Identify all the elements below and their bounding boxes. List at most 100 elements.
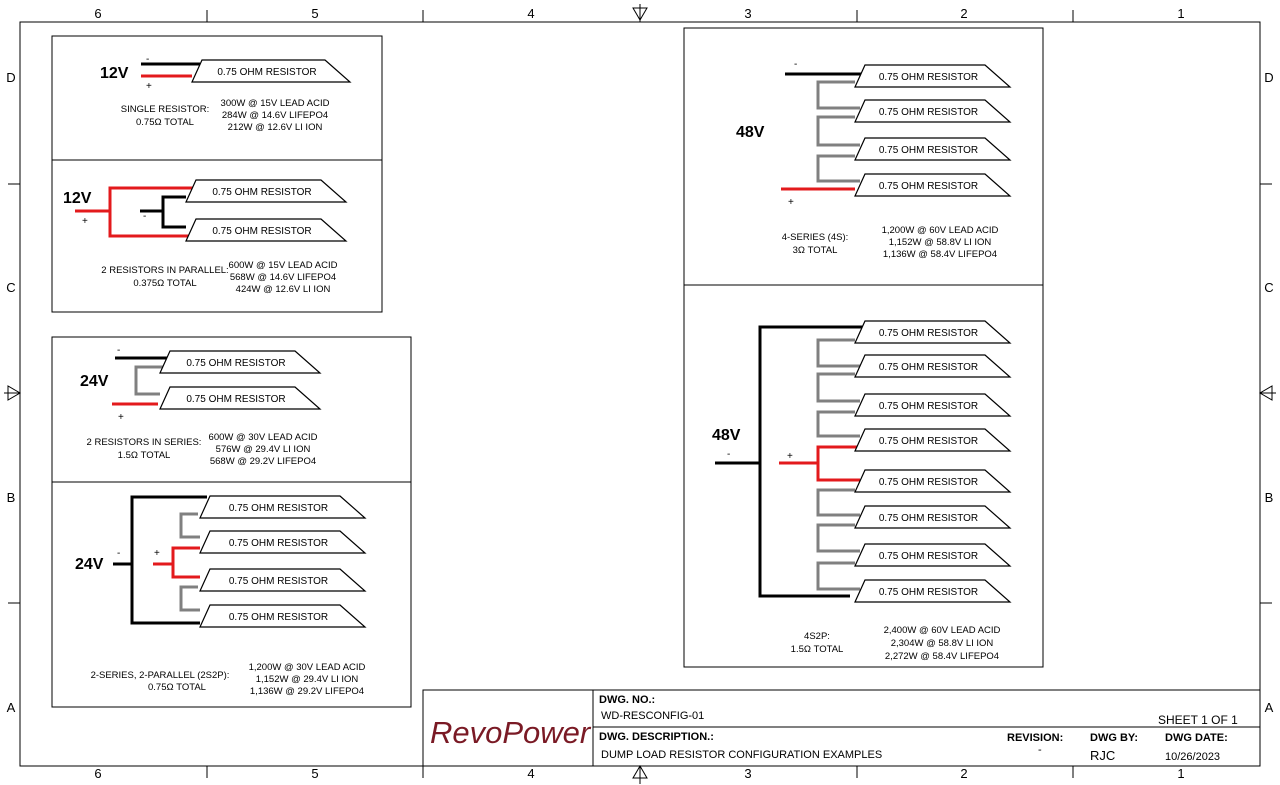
resistor-label: 0.75 OHM RESISTOR xyxy=(879,107,978,118)
resistor: 0.75 OHM RESISTOR xyxy=(159,386,322,410)
annotation-text: 2-SERIES, 2-PARALLEL (2S2P): xyxy=(91,670,230,681)
zone-row-label: D xyxy=(6,70,15,85)
annotation-text: 1.5Ω TOTAL xyxy=(791,644,844,655)
annotation-text: 568W @ 14.6V LIFEPO4 xyxy=(230,272,336,283)
dwg-by-label: DWG BY: xyxy=(1090,732,1138,744)
zone-col-label: 5 xyxy=(311,6,318,21)
zone-row-label: A xyxy=(1265,700,1274,715)
annotation-text: - xyxy=(794,59,797,70)
panel-4s2p xyxy=(683,284,1044,668)
resistor-body xyxy=(199,568,367,592)
resistor-body xyxy=(185,218,348,242)
resistor-body xyxy=(854,543,1012,567)
dwg-by-value: RJC xyxy=(1090,748,1115,763)
zone-col-label: 1 xyxy=(1177,766,1184,781)
zone-col-label: 3 xyxy=(744,766,751,781)
title-block: RevoPower DWG. NO.: WD-RESCONFIG-01 SHEE… xyxy=(422,689,1261,767)
zone-col-label: 4 xyxy=(527,6,534,21)
resistor-label: 0.75 OHM RESISTOR xyxy=(879,436,978,447)
annotation-text: - xyxy=(146,54,149,65)
annotation-text: 300W @ 15V LEAD ACID xyxy=(221,98,330,109)
resistor: 0.75 OHM RESISTOR xyxy=(185,179,348,203)
resistor: 0.75 OHM RESISTOR xyxy=(854,173,1012,197)
panel-single xyxy=(51,35,383,161)
zone-row-label: A xyxy=(7,700,16,715)
resistor: 0.75 OHM RESISTOR xyxy=(854,505,1012,529)
resistor-label: 0.75 OHM RESISTOR xyxy=(879,513,978,524)
zone-col-label: 5 xyxy=(311,766,318,781)
resistor-label: 0.75 OHM RESISTOR xyxy=(879,181,978,192)
annotation-text: 0.75Ω TOTAL xyxy=(148,682,206,693)
annotation-text: 24V xyxy=(80,373,109,390)
annotation-text: + xyxy=(82,216,88,227)
annotation-text: SINGLE RESISTOR: xyxy=(121,104,210,115)
annotation-text: 568W @ 29.2V LIFEPO4 xyxy=(210,456,316,467)
zone-marks xyxy=(4,4,1276,784)
zone-col-label: 4 xyxy=(527,766,534,781)
resistor: 0.75 OHM RESISTOR xyxy=(854,99,1012,123)
annotation-text: - xyxy=(117,548,120,559)
annotation-text: 424W @ 12.6V LI ION xyxy=(236,284,331,295)
revopower-logo: RevoPower xyxy=(430,715,592,750)
resistor-body xyxy=(854,99,1012,123)
resistor-label: 0.75 OHM RESISTOR xyxy=(229,538,328,549)
resistor: 0.75 OHM RESISTOR xyxy=(854,354,1012,378)
resistor-label: 0.75 OHM RESISTOR xyxy=(879,362,978,373)
zone-col-label: 6 xyxy=(94,766,101,781)
revision-label: REVISION: xyxy=(1007,732,1063,744)
resistor-body xyxy=(854,579,1012,603)
resistor: 0.75 OHM RESISTOR xyxy=(854,64,1012,88)
resistor-body xyxy=(854,354,1012,378)
panel-2s2p xyxy=(51,481,412,708)
annotation-text: 2,272W @ 58.4V LIFEPO4 xyxy=(885,651,999,662)
zone-row-label: C xyxy=(6,280,15,295)
annotation-text: 0.375Ω TOTAL xyxy=(133,278,196,289)
annotation-text: 2 RESISTORS IN PARALLEL: xyxy=(101,265,228,276)
revision-value: - xyxy=(1038,744,1042,756)
annotation-text: 48V xyxy=(712,427,741,444)
annotation-text: + xyxy=(118,412,124,423)
resistor: 0.75 OHM RESISTOR xyxy=(854,543,1012,567)
resistor: 0.75 OHM RESISTOR xyxy=(854,393,1012,417)
annotation-text: 1,200W @ 60V LEAD ACID xyxy=(882,225,999,236)
resistor-label: 0.75 OHM RESISTOR xyxy=(879,401,978,412)
dwg-no: WD-RESCONFIG-01 xyxy=(601,710,704,722)
zone-col-label: 2 xyxy=(960,766,967,781)
resistor-label: 0.75 OHM RESISTOR xyxy=(879,72,978,83)
annotation-text: 2,304W @ 58.8V LI ION xyxy=(891,638,994,649)
resistor-label: 0.75 OHM RESISTOR xyxy=(879,551,978,562)
resistor-label: 0.75 OHM RESISTOR xyxy=(212,187,311,198)
zone-col-label: 3 xyxy=(744,6,751,21)
resistor-label: 0.75 OHM RESISTOR xyxy=(879,477,978,488)
resistor-body xyxy=(159,350,322,374)
resistor-body xyxy=(199,495,367,519)
resistor: 0.75 OHM RESISTOR xyxy=(854,137,1012,161)
annotation-text: 0.75Ω TOTAL xyxy=(136,117,194,128)
annotation-text: 2 RESISTORS IN SERIES: xyxy=(87,437,202,448)
annotation-text: 284W @ 14.6V LIFEPO4 xyxy=(222,110,328,121)
resistor-body xyxy=(854,393,1012,417)
zone-row-label: C xyxy=(1264,280,1273,295)
annotation-text: + xyxy=(788,197,794,208)
annotation-text: 1,136W @ 58.4V LIFEPO4 xyxy=(883,249,997,260)
annotation-text: 3Ω TOTAL xyxy=(793,245,838,256)
zone-col-label: 1 xyxy=(1177,6,1184,21)
annotation-text: 576W @ 29.4V LI ION xyxy=(216,444,311,455)
resistor-body xyxy=(854,64,1012,88)
resistor-body xyxy=(854,469,1012,493)
resistor: 0.75 OHM RESISTOR xyxy=(159,350,322,374)
annotation-text: 1,152W @ 58.8V LI ION xyxy=(889,237,992,248)
resistor-label: 0.75 OHM RESISTOR xyxy=(879,145,978,156)
annotation-text: - xyxy=(727,449,730,460)
dwg-date-label: DWG DATE: xyxy=(1165,732,1228,744)
annotation-text: 4-SERIES (4S): xyxy=(782,232,849,243)
resistor-label: 0.75 OHM RESISTOR xyxy=(229,612,328,623)
resistor-body xyxy=(159,386,322,410)
annotation-text: + xyxy=(154,548,160,559)
annotation-text: 24V xyxy=(75,556,104,573)
resistors: 0.75 OHM RESISTOR 0.75 OHM RESISTOR 0.75 O… xyxy=(159,59,1012,628)
annotation-text: + xyxy=(787,451,793,462)
resistor-body xyxy=(854,137,1012,161)
